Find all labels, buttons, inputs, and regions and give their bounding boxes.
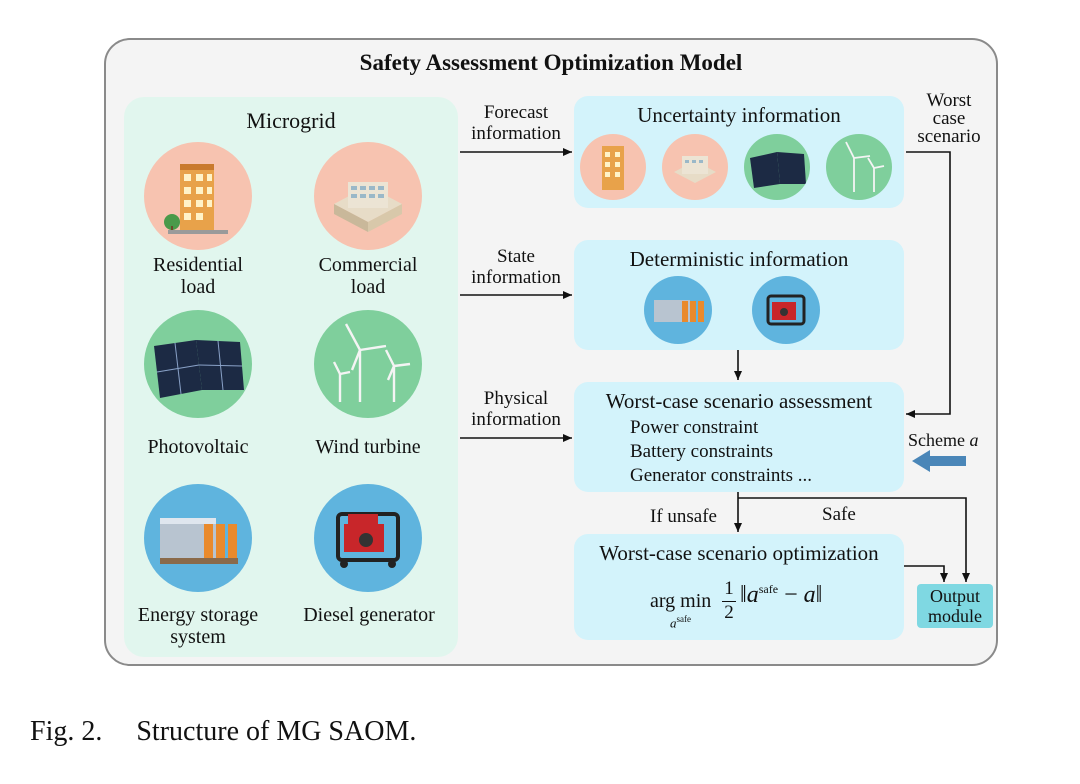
wind-turbine-label: Wind turbine bbox=[315, 436, 421, 458]
worst-case-feedback-arrow bbox=[906, 151, 951, 418]
fraction: 1 2 bbox=[722, 578, 736, 624]
safe-arrow bbox=[738, 497, 970, 582]
deterministic-title: Deterministic information bbox=[629, 247, 849, 271]
argmin-subscript: asafe bbox=[670, 614, 691, 631]
assessment-constraint-3: Generator constraints ... bbox=[630, 465, 813, 486]
safe-label: Safe bbox=[822, 504, 856, 525]
commercial-mini-icon bbox=[662, 134, 728, 200]
scheme-a-label: Scheme a bbox=[908, 430, 979, 450]
diesel-generator-label: Diesel generator bbox=[303, 604, 435, 626]
deterministic-panel bbox=[574, 240, 904, 350]
diesel-generator-icon bbox=[314, 484, 422, 592]
energy-storage-icon bbox=[144, 484, 252, 592]
optimization-output-arrow bbox=[904, 565, 948, 582]
assessment-constraint-1: Power constraint bbox=[630, 417, 759, 438]
if-unsafe-label: If unsafe bbox=[650, 506, 717, 527]
residential-load-icon bbox=[144, 142, 252, 250]
photovoltaic-label: Photovoltaic bbox=[147, 436, 249, 458]
model-title: Safety Assessment Optimization Model bbox=[359, 50, 743, 75]
optimization-panel bbox=[574, 534, 904, 640]
wind-turbine-icon bbox=[314, 310, 422, 418]
figure-caption: Fig. 2.Structure of MG SAOM. bbox=[30, 716, 417, 747]
optimization-title: Worst-case scenario optimization bbox=[599, 541, 879, 565]
photovoltaic-icon bbox=[144, 310, 252, 418]
argmin-text: arg min bbox=[650, 590, 712, 612]
commercial-load-icon bbox=[314, 142, 422, 250]
scheme-input-arrow bbox=[912, 450, 966, 472]
assessment-constraint-2: Battery constraints bbox=[630, 441, 773, 462]
norm-expression: ‖asafe − a‖ bbox=[740, 582, 823, 608]
energy-storage-mini-icon bbox=[644, 276, 712, 344]
diesel-generator-mini-icon bbox=[752, 276, 820, 344]
residential-mini-icon bbox=[580, 134, 646, 200]
assessment-panel bbox=[574, 382, 904, 492]
uncertainty-title: Uncertainty information bbox=[637, 103, 841, 127]
assessment-title: Worst-case scenario assessment bbox=[605, 389, 873, 413]
photovoltaic-mini-icon bbox=[744, 134, 810, 200]
wind-turbine-mini-icon bbox=[826, 134, 892, 200]
microgrid-title: Microgrid bbox=[246, 108, 336, 133]
